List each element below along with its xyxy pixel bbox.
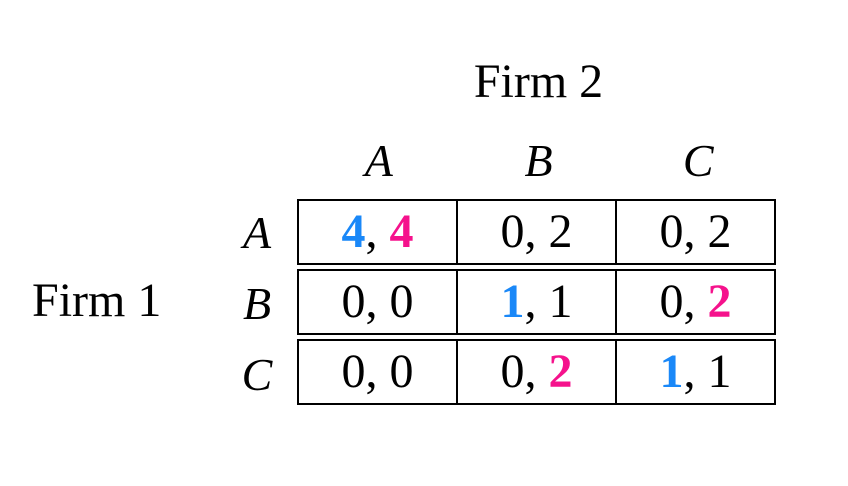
column-strategy-headers: A B C <box>299 138 778 184</box>
payoff-firm2: 1 <box>548 275 573 328</box>
payoff-separator: , <box>683 275 708 328</box>
payoff-separator: , <box>524 345 549 398</box>
payoff-firm2: 2 <box>548 345 573 398</box>
payoff-cell-ac: 0, 2 <box>615 201 774 263</box>
payoff-text: 4, 4 <box>342 208 414 256</box>
payoff-firm1: 0 <box>500 345 525 398</box>
payoff-cell-aa: 4, 4 <box>299 201 456 263</box>
payoff-firm1: 0 <box>659 275 684 328</box>
payoff-firm1: 0 <box>341 275 366 328</box>
payoff-cell-ab: 0, 2 <box>456 201 615 263</box>
row-strategy-labels: A B C <box>228 199 286 412</box>
payoff-separator: , <box>365 275 390 328</box>
payoff-firm2: 1 <box>707 345 732 398</box>
payoff-firm1: 1 <box>500 275 525 328</box>
payoff-firm2: 2 <box>707 275 732 328</box>
payoff-cell-ba: 0, 0 <box>299 271 456 333</box>
payoff-text: 0, 2 <box>501 208 573 256</box>
column-header-a: A <box>364 135 393 186</box>
payoff-separator: , <box>365 205 390 258</box>
payoff-firm1: 0 <box>500 205 525 258</box>
payoff-text: 0, 2 <box>660 208 732 256</box>
column-header-b: B <box>524 135 553 186</box>
row-header-c: C <box>241 348 273 400</box>
payoff-text: 0, 2 <box>501 348 573 396</box>
matrix-row-c: 0, 0 0, 2 1, 1 <box>297 339 776 405</box>
payoff-text: 0, 2 <box>660 278 732 326</box>
column-header-c: C <box>682 135 714 186</box>
matrix-row-a: 4, 4 0, 2 0, 2 <box>297 199 776 265</box>
row-header-a: A <box>242 206 272 258</box>
payoff-firm2: 4 <box>389 205 414 258</box>
payoff-firm2: 0 <box>389 345 414 398</box>
row-player-title: Firm 1 <box>32 274 162 327</box>
payoff-firm1: 0 <box>341 345 366 398</box>
payoff-text: 1, 1 <box>660 348 732 396</box>
payoff-firm2: 2 <box>548 205 573 258</box>
payoff-cell-cb: 0, 2 <box>456 341 615 403</box>
payoff-separator: , <box>683 345 708 398</box>
payoff-text: 1, 1 <box>501 278 573 326</box>
payoff-separator: , <box>365 345 390 398</box>
payoff-cell-bb: 1, 1 <box>456 271 615 333</box>
payoff-matrix: 4, 4 0, 2 0, 2 0, 0 1, 1 0, 2 0, 0 <box>297 199 776 409</box>
payoff-cell-bc: 0, 2 <box>615 271 774 333</box>
payoff-separator: , <box>683 205 708 258</box>
payoff-cell-ca: 0, 0 <box>299 341 456 403</box>
payoff-firm1: 1 <box>659 345 684 398</box>
column-player-title: Firm 2 <box>473 55 604 108</box>
payoff-firm2: 2 <box>707 205 732 258</box>
matrix-row-b: 0, 0 1, 1 0, 2 <box>297 269 776 335</box>
payoff-text: 0, 0 <box>342 348 414 396</box>
payoff-cell-cc: 1, 1 <box>615 341 774 403</box>
row-header-b: B <box>242 277 272 329</box>
payoff-firm2: 0 <box>389 275 414 328</box>
payoff-separator: , <box>524 275 549 328</box>
payoff-firm1: 0 <box>659 205 684 258</box>
payoff-firm1: 4 <box>341 205 366 258</box>
payoff-separator: , <box>524 205 549 258</box>
payoff-text: 0, 0 <box>342 278 414 326</box>
